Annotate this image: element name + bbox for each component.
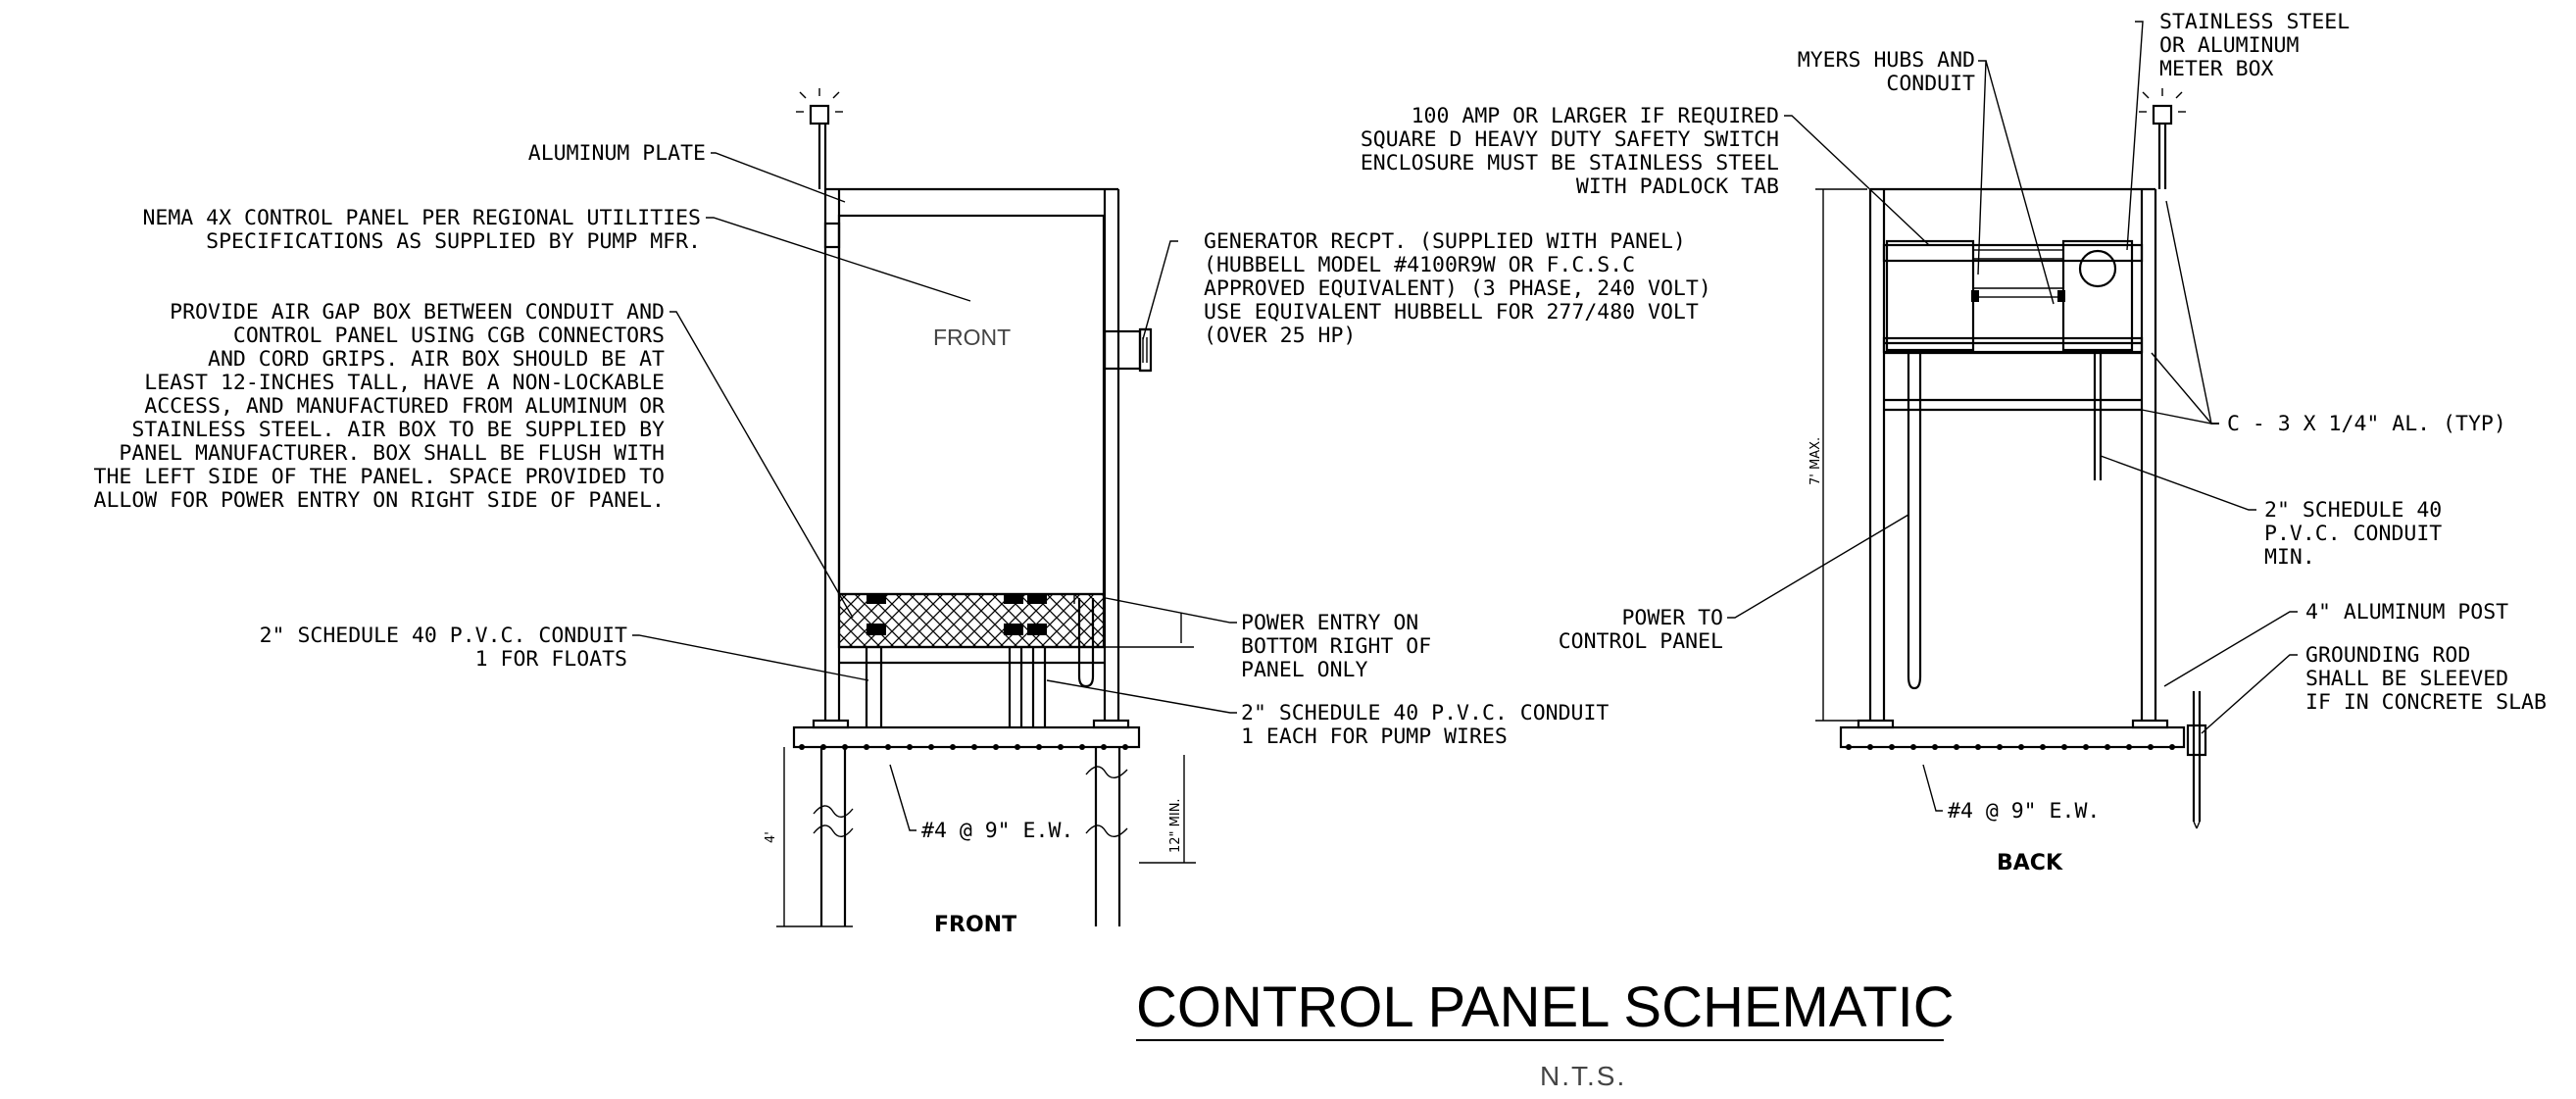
- svg-text:MIN.: MIN.: [2264, 545, 2315, 570]
- callout-grounding-rod: GROUNDING ROD SHALL BE SLEEVED IF IN CON…: [2305, 643, 2547, 715]
- callout-aluminum-post: 4" ALUMINUM POST: [2305, 600, 2508, 624]
- svg-text:ALLOW FOR POWER ENTRY ON RIGHT: ALLOW FOR POWER ENTRY ON RIGHT SIDE OF P…: [94, 488, 665, 513]
- svg-text:#4 @ 9" E.W.: #4 @ 9" E.W.: [921, 819, 1073, 843]
- svg-text:THE LEFT SIDE OF THE PANEL. SP: THE LEFT SIDE OF THE PANEL. SPACE PROVID…: [94, 465, 665, 489]
- back-concrete-slab: [1839, 725, 2186, 749]
- back-rebar-dots: [1846, 744, 2175, 750]
- svg-text:MYERS HUBS AND: MYERS HUBS AND: [1798, 48, 1975, 73]
- svg-text:GROUNDING ROD: GROUNDING ROD: [2305, 643, 2470, 668]
- callout-floats-conduit: 2" SCHEDULE 40 P.V.C. CONDUIT 1 FOR FLOA…: [260, 624, 627, 672]
- svg-text:CONDUIT: CONDUIT: [1886, 72, 1975, 96]
- callout-pump-conduit: 2" SCHEDULE 40 P.V.C. CONDUIT 1 EACH FOR…: [1241, 701, 1609, 749]
- svg-text:LEAST 12-INCHES TALL, HAVE A N: LEAST 12-INCHES TALL, HAVE A NON-LOCKABL…: [144, 371, 665, 395]
- svg-text:100 AMP OR LARGER IF REQUIRED: 100 AMP OR LARGER IF REQUIRED: [1412, 104, 1779, 128]
- back-frame: [1868, 187, 2157, 721]
- back-conduit: [1907, 350, 2103, 690]
- svg-text:POWER TO: POWER TO: [1621, 606, 1723, 630]
- svg-text:IF IN CONCRETE SLAB: IF IN CONCRETE SLAB: [2305, 690, 2547, 715]
- front-concrete-slab: [792, 725, 1141, 749]
- front-leader-lines: [632, 152, 1237, 831]
- callout-front-rebar: #4 @ 9" E.W.: [921, 819, 1073, 843]
- power-entry-conduit: [1077, 598, 1095, 688]
- myers-hubs: [1971, 249, 2065, 302]
- svg-text:CONTROL PANEL USING CGB CONNEC: CONTROL PANEL USING CGB CONNECTORS: [233, 324, 665, 348]
- svg-text:2" SCHEDULE 40: 2" SCHEDULE 40: [2264, 498, 2442, 523]
- svg-text:METER BOX: METER BOX: [2159, 57, 2274, 81]
- cord-grips: [867, 594, 1047, 635]
- panel-face-label: FRONT: [933, 325, 1011, 350]
- front-rebar-dots: [799, 744, 1128, 750]
- svg-text:P.V.C. CONDUIT: P.V.C. CONDUIT: [2264, 522, 2442, 546]
- svg-text:USE EQUIVALENT HUBBELL FOR 277: USE EQUIVALENT HUBBELL FOR 277/480 VOLT: [1204, 300, 1699, 325]
- svg-text:SPECIFICATIONS AS SUPPLIED BY: SPECIFICATIONS AS SUPPLIED BY PUMP MFR.: [206, 229, 701, 254]
- safety-switch-enclosure: [1885, 239, 1975, 352]
- callout-meter-box: STAINLESS STEEL OR ALUMINUM METER BOX: [2159, 10, 2350, 81]
- svg-text:NEMA 4X CONTROL PANEL PER REGI: NEMA 4X CONTROL PANEL PER REGIONAL UTILI…: [142, 206, 701, 230]
- svg-text:1 EACH FOR PUMP WIRES: 1 EACH FOR PUMP WIRES: [1241, 724, 1508, 749]
- back-dimension: [1815, 188, 1867, 722]
- channel-supports: [1882, 243, 2144, 354]
- back-warning-light-icon: [2139, 88, 2186, 125]
- height-dimension: 7' MAX.: [1808, 437, 1823, 485]
- callout-safety-switch: 100 AMP OR LARGER IF REQUIRED SQUARE D H…: [1361, 104, 1779, 199]
- warning-light-icon: [796, 88, 843, 125]
- svg-text:PROVIDE AIR GAP BOX BETWEEN CO: PROVIDE AIR GAP BOX BETWEEN CONDUIT AND: [170, 300, 665, 325]
- svg-text:APPROVED EQUIVALENT) (3 PHASE,: APPROVED EQUIVALENT) (3 PHASE, 240 VOLT): [1204, 276, 1711, 301]
- nema-control-panel: [837, 214, 1106, 596]
- back-view-label: BACK: [1997, 851, 2063, 875]
- svg-text:(OVER 25 HP): (OVER 25 HP): [1204, 324, 1356, 348]
- callout-aluminum-plate: ALUMINUM PLATE: [528, 141, 706, 166]
- svg-text:BOTTOM RIGHT OF: BOTTOM RIGHT OF: [1241, 634, 1431, 659]
- svg-text:4" ALUMINUM POST: 4" ALUMINUM POST: [2305, 600, 2508, 624]
- front-conduits: [865, 647, 1047, 727]
- callout-generator-receptacle: GENERATOR RECPT. (SUPPLIED WITH PANEL) (…: [1204, 229, 1711, 348]
- meter-box: [2061, 239, 2134, 352]
- svg-text:SQUARE D HEAVY DUTY SAFETY SWI: SQUARE D HEAVY DUTY SAFETY SWITCH: [1361, 127, 1779, 152]
- svg-text:ALUMINUM PLATE: ALUMINUM PLATE: [528, 141, 706, 166]
- front-dimensions: [776, 613, 1196, 927]
- svg-text:OR ALUMINUM: OR ALUMINUM: [2159, 33, 2299, 58]
- front-view-label: FRONT: [934, 913, 1016, 937]
- min-cover-dimension: 12" MIN.: [1168, 798, 1183, 853]
- underground-conduits: [813, 747, 1128, 926]
- svg-text:#4 @ 9" E.W.: #4 @ 9" E.W.: [1948, 799, 2100, 824]
- svg-text:STAINLESS STEEL: STAINLESS STEEL: [2159, 10, 2350, 34]
- svg-text:PANEL ONLY: PANEL ONLY: [1241, 658, 1367, 682]
- callout-air-gap-box: PROVIDE AIR GAP BOX BETWEEN CONDUIT AND …: [94, 300, 666, 513]
- svg-text:AND CORD GRIPS. AIR BOX SHOULD: AND CORD GRIPS. AIR BOX SHOULD BE AT: [208, 347, 665, 372]
- drawing-title: CONTROL PANEL SCHEMATIC: [1136, 975, 1955, 1039]
- svg-text:POWER ENTRY ON: POWER ENTRY ON: [1241, 611, 1418, 635]
- svg-text:WITH PADLOCK TAB: WITH PADLOCK TAB: [1576, 175, 1779, 199]
- back-view: 7' MAX. BACK: [1808, 88, 2207, 875]
- callout-back-rebar: #4 @ 9" E.W.: [1948, 799, 2100, 824]
- front-view: FRONT: [764, 88, 1196, 937]
- antenna-mast: [817, 124, 827, 189]
- svg-text:SHALL BE SLEEVED: SHALL BE SLEEVED: [2305, 667, 2508, 691]
- svg-text:1 FOR FLOATS: 1 FOR FLOATS: [475, 647, 627, 672]
- svg-text:2" SCHEDULE 40 P.V.C. CONDUIT: 2" SCHEDULE 40 P.V.C. CONDUIT: [260, 624, 627, 648]
- callout-channel: C - 3 X 1/4" AL. (TYP): [2227, 412, 2506, 436]
- callout-myers-hubs: MYERS HUBS AND CONDUIT: [1798, 48, 1975, 96]
- callout-power-entry: POWER ENTRY ON BOTTOM RIGHT OF PANEL ONL…: [1241, 611, 1431, 682]
- svg-text:2" SCHEDULE 40 P.V.C. CONDUIT: 2" SCHEDULE 40 P.V.C. CONDUIT: [1241, 701, 1609, 725]
- drawing-scale-note: N.T.S.: [1540, 1061, 1626, 1091]
- callout-nema-panel: NEMA 4X CONTROL PANEL PER REGIONAL UTILI…: [142, 206, 701, 254]
- callout-power-to-panel: POWER TO CONTROL PANEL: [1559, 606, 1723, 654]
- meter-icon: [2078, 249, 2117, 288]
- svg-text:PANEL MANUFACTURER. BOX SHALL: PANEL MANUFACTURER. BOX SHALL BE FLUSH W…: [119, 441, 665, 466]
- svg-text:CONTROL PANEL: CONTROL PANEL: [1559, 629, 1723, 654]
- depth-dimension: 4': [764, 831, 778, 843]
- grounding-rod: [2186, 691, 2207, 829]
- callout-conduit-min: 2" SCHEDULE 40 P.V.C. CONDUIT MIN.: [2264, 498, 2442, 570]
- svg-text:(HUBBELL MODEL #4100R9W OR F.C: (HUBBELL MODEL #4100R9W OR F.C.S.C: [1204, 253, 1635, 277]
- svg-text:C - 3 X 1/4" AL. (TYP): C - 3 X 1/4" AL. (TYP): [2227, 412, 2506, 436]
- back-leader-lines: [1727, 21, 2298, 812]
- svg-text:STAINLESS STEEL. AIR BOX TO BE: STAINLESS STEEL. AIR BOX TO BE SUPPLIED …: [131, 418, 665, 442]
- back-antenna-mast: [2157, 124, 2167, 189]
- svg-text:GENERATOR RECPT. (SUPPLIED WIT: GENERATOR RECPT. (SUPPLIED WITH PANEL): [1204, 229, 1686, 254]
- svg-text:ENCLOSURE MUST BE STAINLESS ST: ENCLOSURE MUST BE STAINLESS STEEL: [1361, 151, 1779, 175]
- svg-text:ACCESS, AND MANUFACTURED FROM: ACCESS, AND MANUFACTURED FROM ALUMINUM O…: [144, 394, 665, 419]
